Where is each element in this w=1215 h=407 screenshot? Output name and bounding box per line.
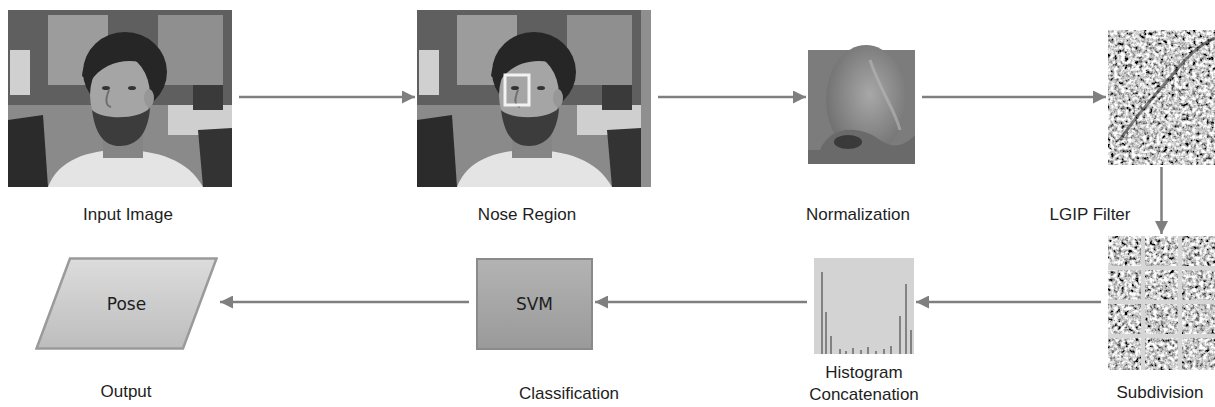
flow-arrow (916, 301, 1101, 304)
flow-arrow (922, 96, 1106, 99)
step-caption: Normalization (806, 204, 910, 226)
step-caption: Input Image (83, 204, 173, 226)
flow-arrow (239, 96, 415, 99)
image-panel: LGIP Filter (1108, 30, 1215, 165)
image-panel: Normalization (808, 50, 915, 164)
step-caption: Classification (519, 383, 619, 405)
image-panel: Input Image (8, 10, 232, 187)
image-panel: Subdivision (1108, 236, 1215, 370)
step-caption: LGIP Filter (1050, 204, 1131, 226)
flow-arrow (1160, 167, 1163, 234)
flow-arrow (658, 96, 806, 99)
box-label: SVM (512, 294, 557, 314)
histogram-panel: Histogram Concatenation (814, 258, 914, 354)
flow-arrow (220, 301, 469, 304)
step-caption: Output (100, 381, 151, 403)
process-box: SVMClassification (476, 258, 593, 350)
box-label: Pose (103, 294, 150, 314)
output-parallelogram: PoseOutput (35, 257, 218, 350)
image-panel: Nose Region (417, 10, 651, 187)
step-caption: Subdivision (1117, 382, 1204, 404)
step-caption: Nose Region (478, 204, 576, 226)
flow-arrow (595, 301, 807, 304)
step-caption: Histogram Concatenation (804, 362, 924, 406)
